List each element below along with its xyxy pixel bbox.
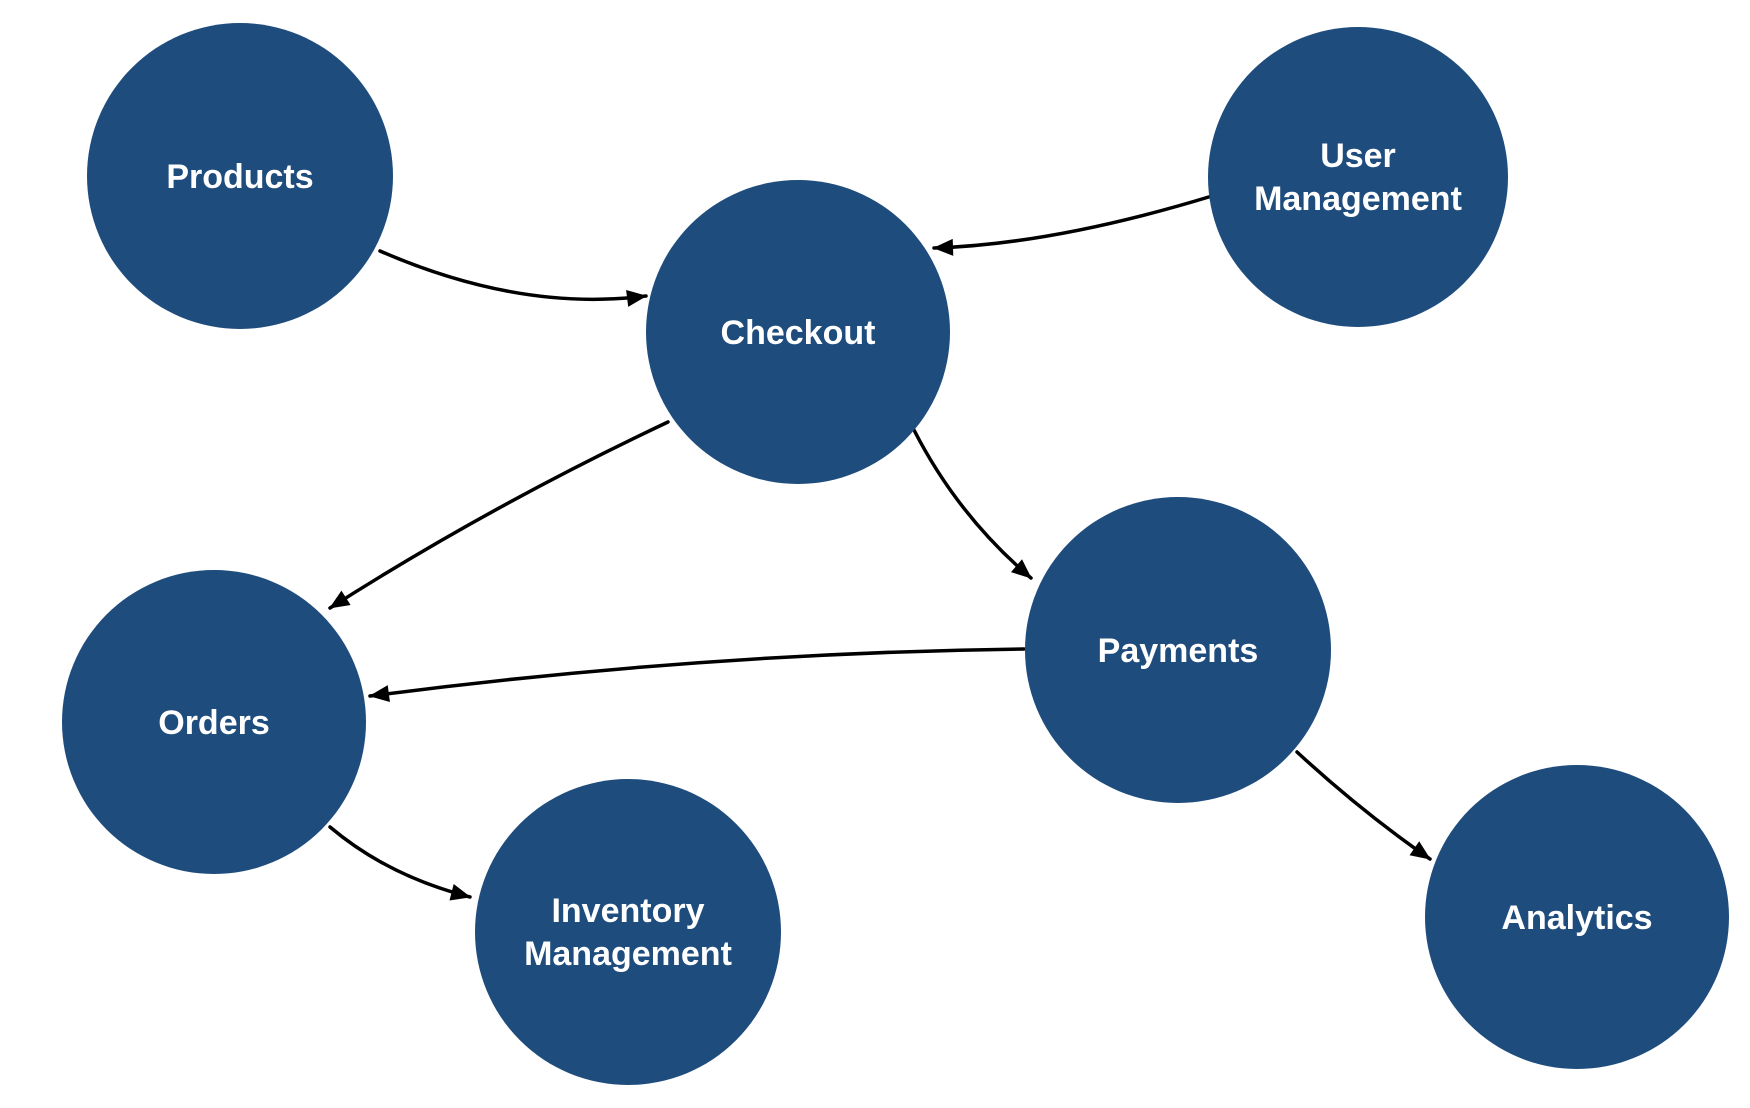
node-payments-circle[interactable] [1025,497,1331,803]
node-products-circle[interactable] [87,23,393,329]
node-checkout[interactable]: Checkout [646,180,950,484]
edges-layer [328,194,1432,901]
node-products[interactable]: Products [87,23,393,329]
edge-user-management-checkout [932,194,1214,256]
edge-payments-orders [368,647,1026,702]
node-payments[interactable]: Payments [1025,497,1331,803]
node-analytics-label: Analytics [1501,899,1652,937]
node-payments-label: Payments [1098,632,1259,670]
edge-checkout-orders [328,420,670,610]
edge-payments-analytics [1295,750,1432,861]
node-checkout-circle[interactable] [646,180,950,484]
node-orders-label: Orders [158,704,270,742]
node-orders[interactable]: Orders [62,570,366,874]
node-inventory-management-circle[interactable] [475,779,781,1085]
node-analytics[interactable]: Analytics [1425,765,1729,1069]
node-analytics-circle[interactable] [1425,765,1729,1069]
edge-products-checkout [378,249,648,307]
node-products-label: Products [166,158,313,196]
edge-checkout-payments [912,428,1033,580]
edge-orders-inventory-management [328,825,472,901]
node-user-management-circle[interactable] [1208,27,1508,327]
node-checkout-label: Checkout [721,314,876,352]
node-orders-circle[interactable] [62,570,366,874]
